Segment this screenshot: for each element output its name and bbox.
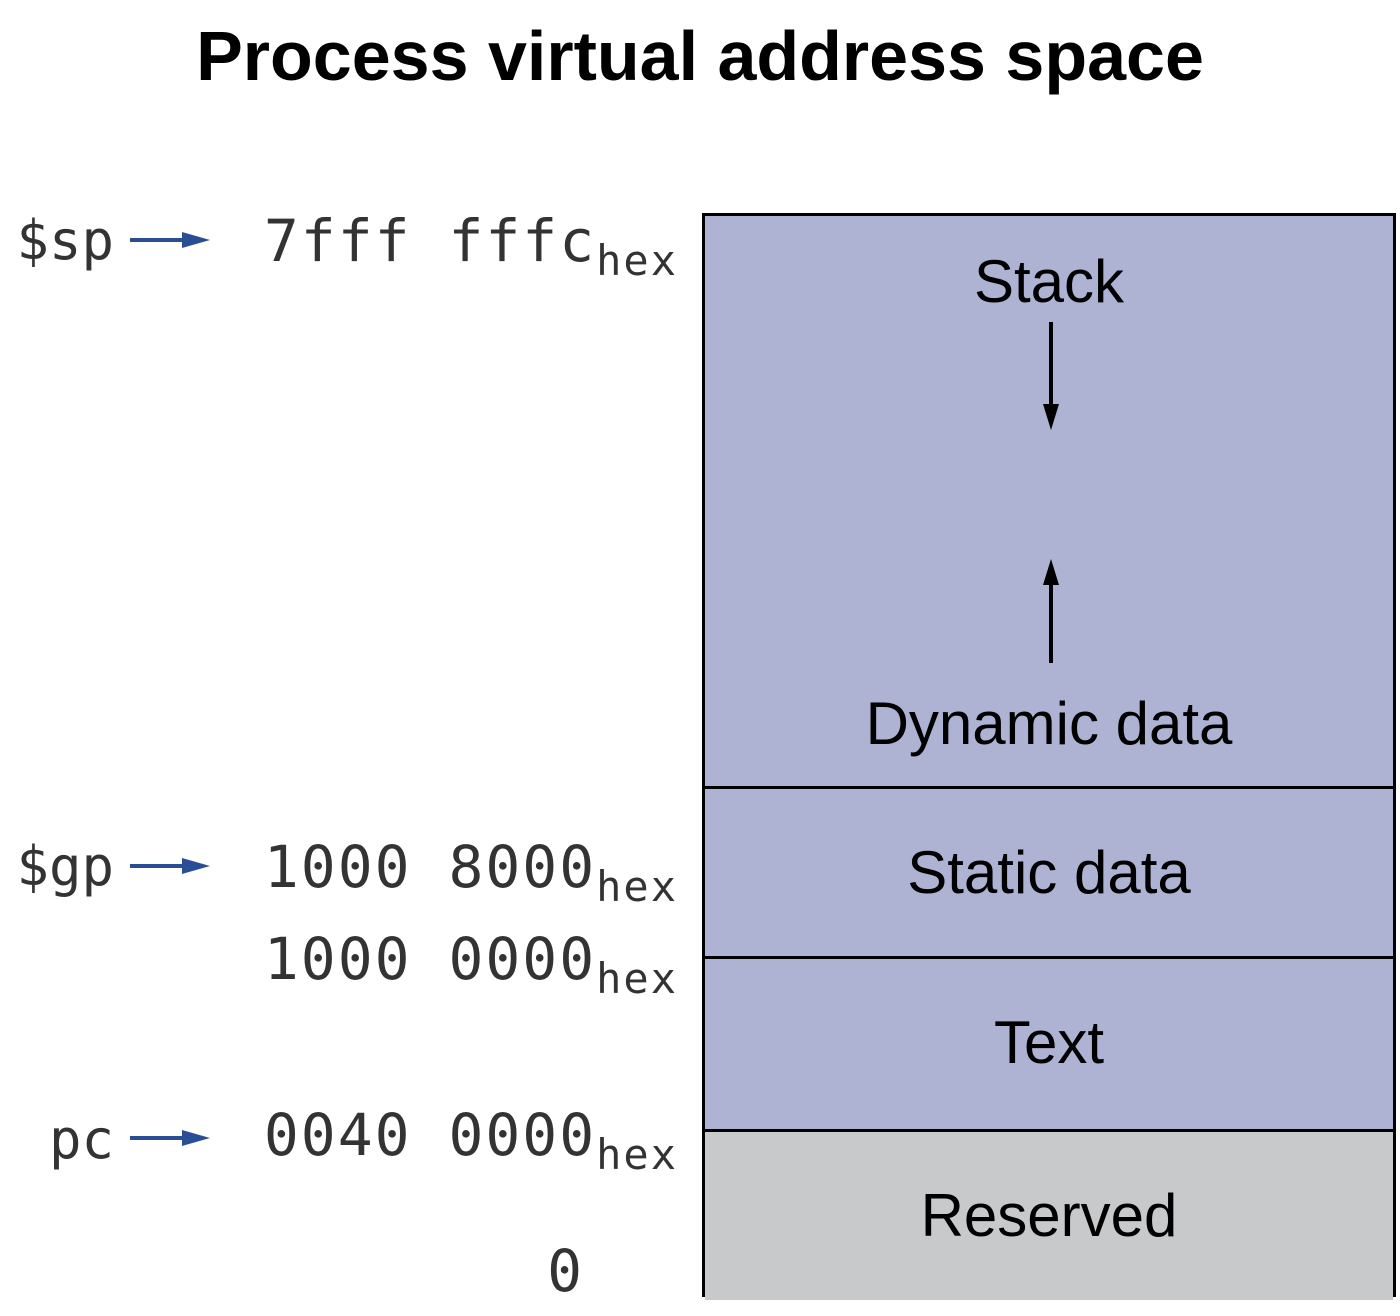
stack-label: Stack bbox=[973, 248, 1125, 315]
text-segment: Text bbox=[705, 956, 1393, 1129]
stack-growth-down-arrow bbox=[1043, 322, 1059, 430]
address-zero: 0 bbox=[547, 1237, 584, 1305]
address-static-start: 1000 0000hex bbox=[263, 925, 678, 1003]
gp-pointer-arrow bbox=[130, 858, 210, 874]
address-stack-top: 7fff fffchex bbox=[263, 207, 678, 285]
dynamic-data-label: Dynamic data bbox=[865, 690, 1233, 757]
reserved-label: Reserved bbox=[920, 1182, 1178, 1249]
pc-pointer-arrow bbox=[130, 1130, 210, 1146]
heap-growth-up-arrow bbox=[1043, 559, 1059, 663]
static-data-segment: Static data bbox=[705, 786, 1393, 956]
address-gp: 1000 8000hex bbox=[263, 833, 678, 911]
sp-register-label: $sp bbox=[16, 209, 114, 272]
gp-register-label: $gp bbox=[16, 835, 114, 898]
diagram-title: Process virtual address space bbox=[196, 17, 1204, 95]
pc-register-label: pc bbox=[48, 1108, 114, 1171]
static-data-label: Static data bbox=[907, 839, 1191, 906]
reserved-segment: Reserved bbox=[705, 1129, 1393, 1300]
stack-heap-segment: Stack Dynamic data bbox=[705, 216, 1393, 786]
address-text-start: 0040 0000hex bbox=[263, 1101, 678, 1179]
memory-map: Stack Dynamic data Static data Text Rese… bbox=[702, 213, 1396, 1300]
text-label: Text bbox=[993, 1009, 1105, 1076]
sp-pointer-arrow bbox=[130, 232, 210, 248]
